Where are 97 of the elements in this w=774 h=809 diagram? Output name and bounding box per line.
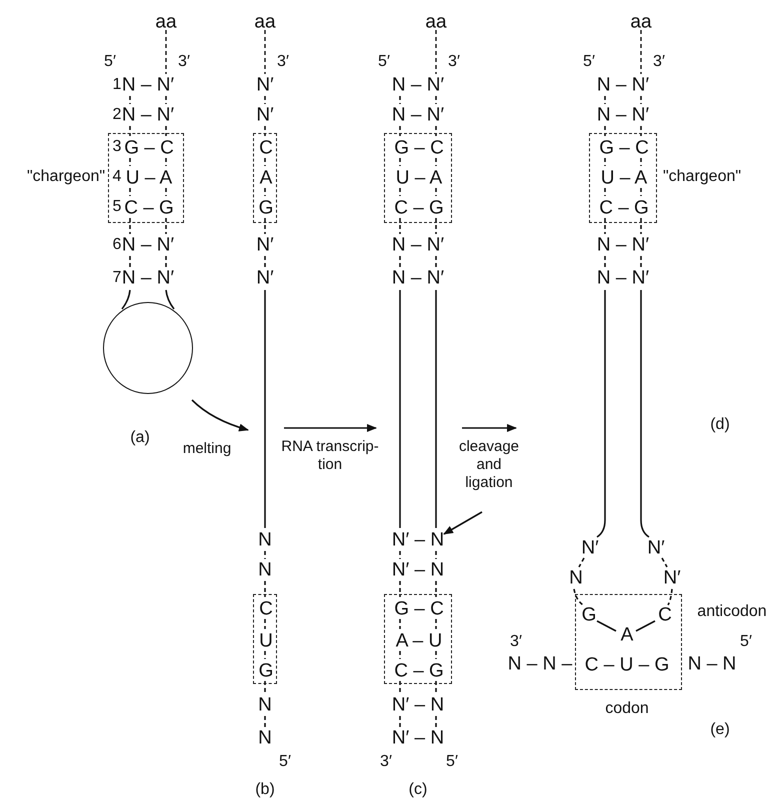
strand-label: 3′	[178, 54, 190, 70]
sequence-text: C – G	[394, 198, 444, 218]
dashed-box	[589, 133, 657, 223]
sequence-text: A – U	[396, 632, 442, 650]
sequence-text: C – U – G	[584, 656, 670, 674]
sequence-text: N	[258, 696, 272, 714]
sequence-text: U – A	[396, 168, 442, 188]
sequence-text: G	[258, 198, 274, 218]
dashed-box	[575, 594, 682, 690]
sequence-text: N′ – N	[392, 560, 444, 580]
strand-label: 5′	[446, 754, 458, 770]
sequence-text: U – A	[126, 168, 172, 188]
caption-text: (b)	[255, 782, 275, 798]
strand-label: 5′	[583, 54, 595, 70]
sequence-text: N′	[256, 106, 274, 124]
sequence-text: G – C	[599, 138, 649, 158]
sequence-text: C – G	[124, 198, 174, 218]
sequence-text: N – N′	[392, 268, 444, 288]
strand-label: 3′	[380, 754, 392, 770]
sequence-text: N	[569, 568, 583, 588]
strand-label: 2	[112, 107, 122, 123]
sequence-text: N – N′	[122, 76, 174, 94]
sequence-text: N – N′	[596, 268, 650, 288]
arrow	[284, 424, 377, 432]
sequence-text: N′	[256, 76, 274, 94]
caption-text: (a)	[130, 430, 150, 446]
sequence-text: N′	[256, 236, 274, 254]
sequence-text: C – G	[599, 198, 649, 218]
sequence-text: G	[582, 606, 596, 624]
sequence-text: N – N′	[596, 76, 650, 94]
strand-label: 5	[112, 199, 122, 215]
caption-text: anticodon	[697, 604, 767, 620]
sequence-text: N	[258, 560, 272, 580]
sequence-text: N – N′	[596, 106, 650, 124]
sequence-text: N	[258, 728, 272, 748]
dashed-box	[253, 594, 277, 684]
caption-text: "chargeon"	[662, 169, 742, 185]
arrow	[462, 424, 517, 432]
sequence-text: A	[620, 626, 634, 644]
strand-label: 5′	[279, 754, 291, 770]
sequence-text: N – N′	[392, 236, 444, 254]
sequence-text: C	[259, 138, 273, 158]
arrow	[443, 511, 482, 535]
strand-label: aa	[155, 12, 177, 32]
loop-circle	[103, 302, 193, 394]
dashed-box	[384, 133, 452, 223]
sequence-text: N	[258, 530, 272, 550]
strand-label: 5′	[104, 54, 116, 70]
caption-text: codon	[605, 701, 649, 717]
sequence-text: N′	[647, 538, 665, 558]
caption-text: (d)	[710, 417, 730, 433]
sequence-text: N′ – N	[392, 696, 444, 714]
sequence-text: N – N′	[122, 268, 174, 288]
sequence-text: N′	[581, 538, 599, 558]
sequence-text: N′ – N	[392, 530, 444, 550]
sequence-text: G – C	[394, 600, 444, 618]
sequence-text: U – A	[600, 168, 648, 188]
strand-label: aa	[425, 12, 447, 32]
strand-label: aa	[254, 12, 276, 32]
sequence-text: U	[259, 632, 273, 650]
strand-label: 3′	[510, 634, 522, 650]
strand-label: 3	[112, 139, 122, 155]
strand-label: 5′	[378, 54, 390, 70]
sequence-text: N – N –	[508, 654, 572, 674]
arrow	[191, 399, 249, 432]
sequence-text: N′	[663, 568, 681, 588]
sequence-text: N – N′	[122, 236, 174, 254]
sequence-text: N′ – N	[392, 728, 444, 748]
dashed-box	[384, 594, 452, 684]
sequence-text: N – N	[688, 654, 736, 674]
caption-text: "chargeon"	[26, 169, 106, 185]
caption-text: (e)	[710, 722, 730, 738]
sequence-text: G – C	[124, 138, 174, 158]
sequence-text: A	[260, 168, 272, 188]
sequence-text: G	[258, 662, 274, 680]
strand-label: 1	[112, 77, 122, 93]
sequence-text: N – N′	[596, 236, 650, 254]
sequence-text: C	[259, 600, 273, 618]
strand-label: 3′	[277, 54, 289, 70]
sequence-text: N – N′	[392, 76, 444, 94]
strand-label: 3′	[448, 54, 460, 70]
edge-label: melting	[182, 440, 232, 458]
strand-label: 3′	[653, 54, 665, 70]
strand-label: 6	[112, 237, 122, 253]
dashed-box	[253, 133, 277, 223]
strand-label: 4	[112, 169, 122, 185]
sequence-text: N′	[256, 268, 274, 288]
strand-label: 5′	[740, 634, 752, 650]
sequence-text: N – N′	[392, 106, 444, 124]
sequence-text: C	[658, 606, 672, 624]
strand-label: aa	[630, 12, 652, 32]
caption-text: (c)	[408, 782, 428, 798]
strand-label: 7	[112, 270, 122, 286]
dashed-box	[108, 133, 184, 223]
sequence-text: C – G	[394, 662, 444, 680]
sequence-text: N – N′	[122, 106, 174, 124]
sequence-text: G – C	[394, 138, 444, 158]
